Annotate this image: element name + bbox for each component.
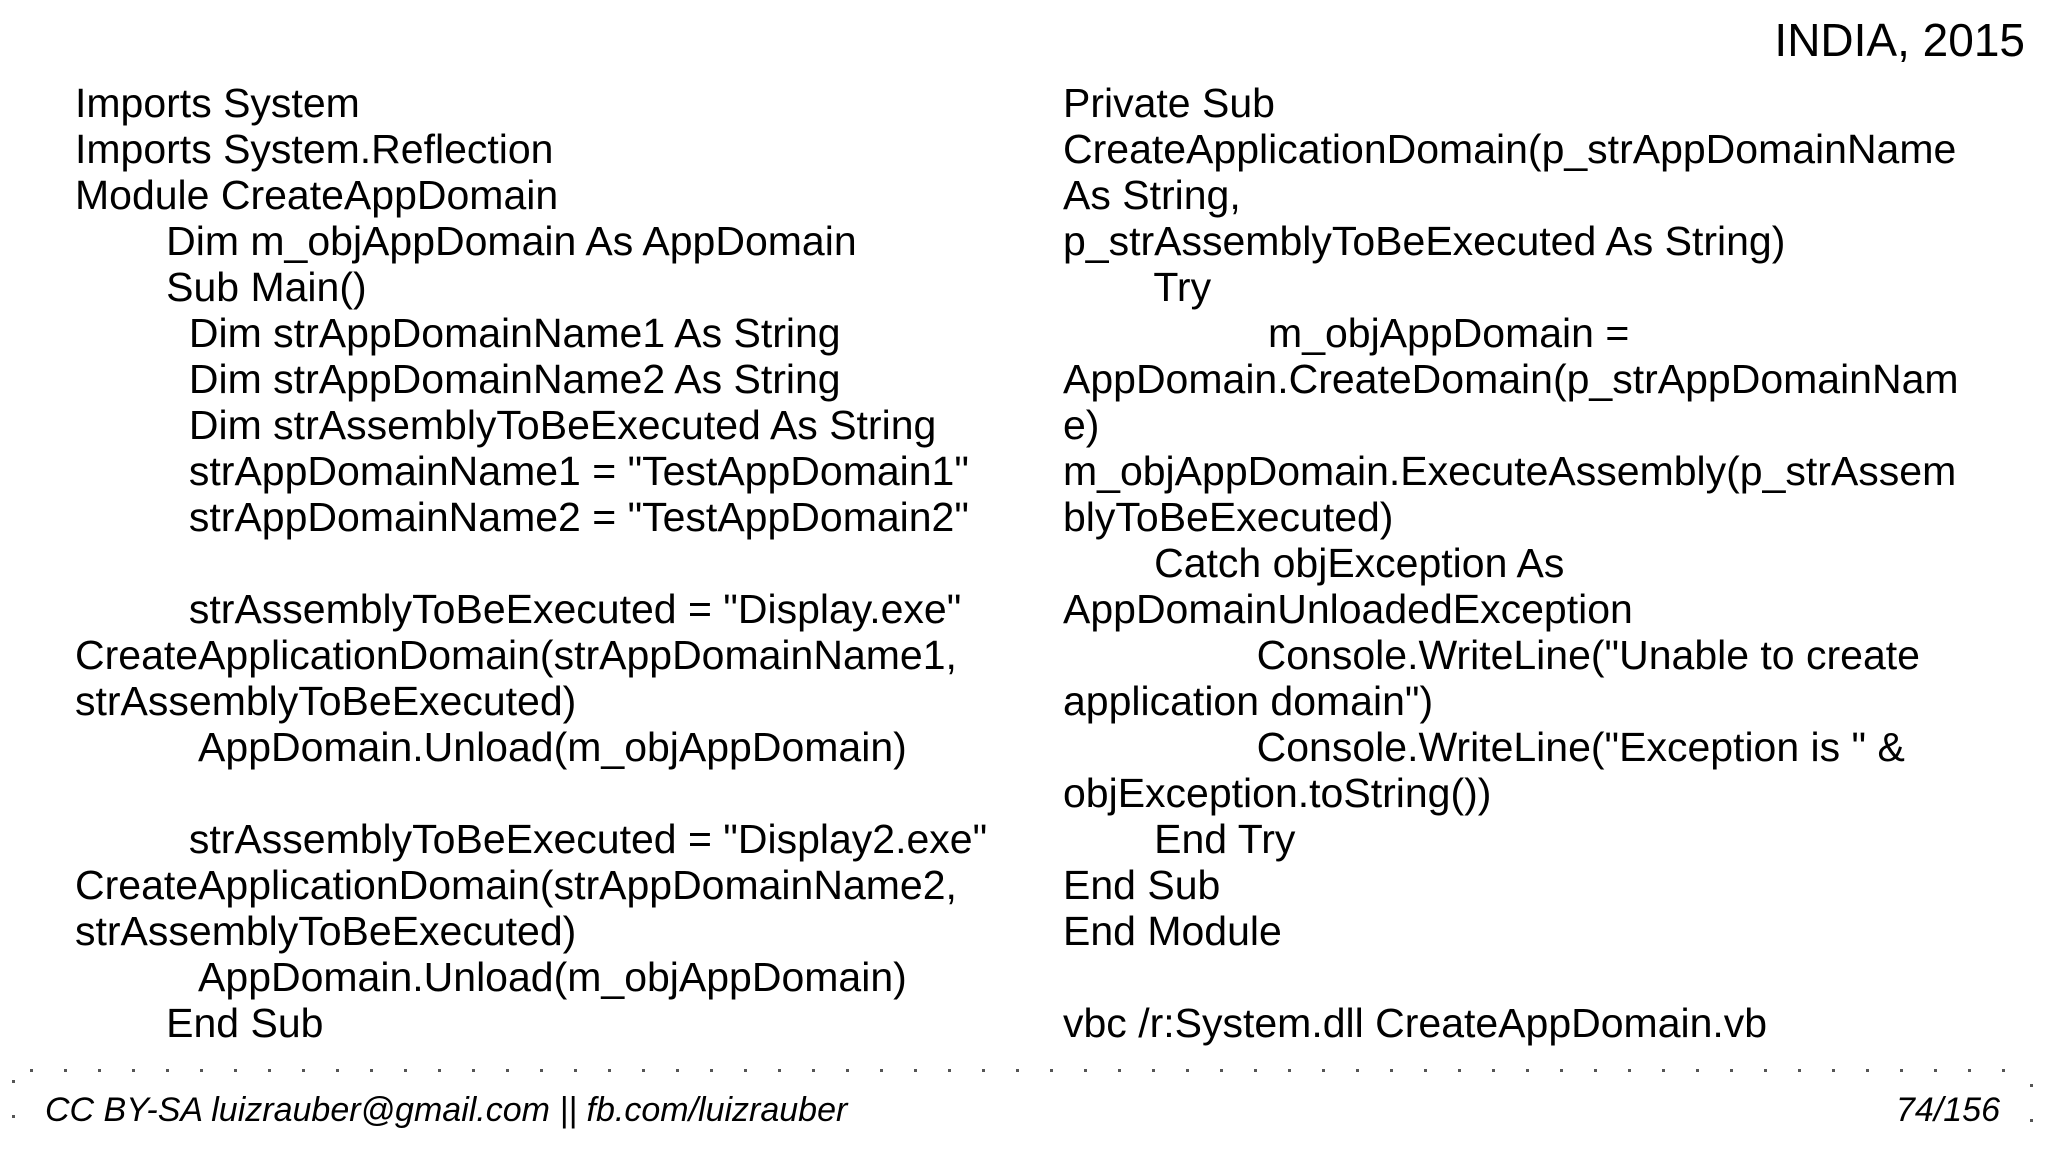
code-line: p_strAssemblyToBeExecuted As String): [1063, 218, 1786, 264]
footer-credit: CC BY-SA luizrauber@gmail.com || fb.com/…: [45, 1091, 848, 1129]
code-line: Catch objException As: [1063, 540, 1565, 586]
code-line: vbc /r:System.dll CreateAppDomain.vb: [1063, 1000, 1768, 1046]
code-line: Dim strAppDomainName2 As String: [75, 356, 841, 402]
code-line: strAppDomainName2 = "TestAppDomain2": [75, 494, 969, 540]
code-line: AppDomain.Unload(m_objAppDomain): [75, 724, 907, 770]
code-line: strAssemblyToBeExecuted = "Display2.exe": [75, 816, 988, 862]
code-line: application domain"): [1063, 678, 1434, 724]
code-line: Console.WriteLine("Unable to create: [1063, 632, 1920, 678]
left-edge-dotted-border: [12, 1080, 15, 1150]
code-line: [75, 770, 1050, 816]
slide-title: INDIA, 2015: [1774, 14, 2025, 66]
code-line: Sub Main(): [75, 264, 367, 310]
code-line: Imports System.Reflection: [75, 126, 554, 172]
code-line: End Module: [1063, 908, 1282, 954]
code-line: Dim strAssemblyToBeExecuted As String: [75, 402, 937, 448]
code-line: strAssemblyToBeExecuted): [75, 908, 577, 954]
code-line: End Sub: [1063, 862, 1221, 908]
code-line: strAssemblyToBeExecuted = "Display.exe": [75, 586, 962, 632]
code-line: objException.toString()): [1063, 770, 1492, 816]
code-line: m_objAppDomain =: [1063, 310, 1630, 356]
code-line: Dim strAppDomainName1 As String: [75, 310, 841, 356]
code-line: blyToBeExecuted): [1063, 494, 1394, 540]
code-line: Private Sub: [1063, 80, 1275, 126]
code-line: strAppDomainName1 = "TestAppDomain1": [75, 448, 969, 494]
code-line: strAssemblyToBeExecuted): [75, 678, 577, 724]
code-line: Try: [1063, 264, 1212, 310]
code-line: CreateApplicationDomain(strAppDomainName…: [75, 632, 957, 678]
code-line: CreateApplicationDomain(strAppDomainName…: [75, 862, 957, 908]
code-line: End Try: [1063, 816, 1296, 862]
code-line: Module CreateAppDomain: [75, 172, 559, 218]
code-line: [75, 540, 1050, 586]
code-line: Console.WriteLine("Exception is " &: [1063, 724, 1905, 770]
code-line: [1063, 954, 2038, 1000]
code-line: AppDomainUnloadedException: [1063, 586, 1633, 632]
code-line: End Sub: [75, 1000, 324, 1046]
code-line: Imports System: [75, 80, 360, 126]
code-line: e): [1063, 402, 1100, 448]
footer-dotted-divider: [30, 1069, 2035, 1072]
code-line: m_objAppDomain.ExecuteAssembly(p_strAsse…: [1063, 448, 1957, 494]
code-line: AppDomain.Unload(m_objAppDomain): [75, 954, 907, 1000]
right-edge-dotted-border: [2030, 1084, 2033, 1150]
code-line: As String,: [1063, 172, 1241, 218]
code-line: Dim m_objAppDomain As AppDomain: [75, 218, 857, 264]
code-line: CreateApplicationDomain(p_strAppDomainNa…: [1063, 126, 1957, 172]
footer-page-number: 74/156: [1896, 1091, 2000, 1129]
code-line: AppDomain.CreateDomain(p_strAppDomainNam: [1063, 356, 1959, 402]
